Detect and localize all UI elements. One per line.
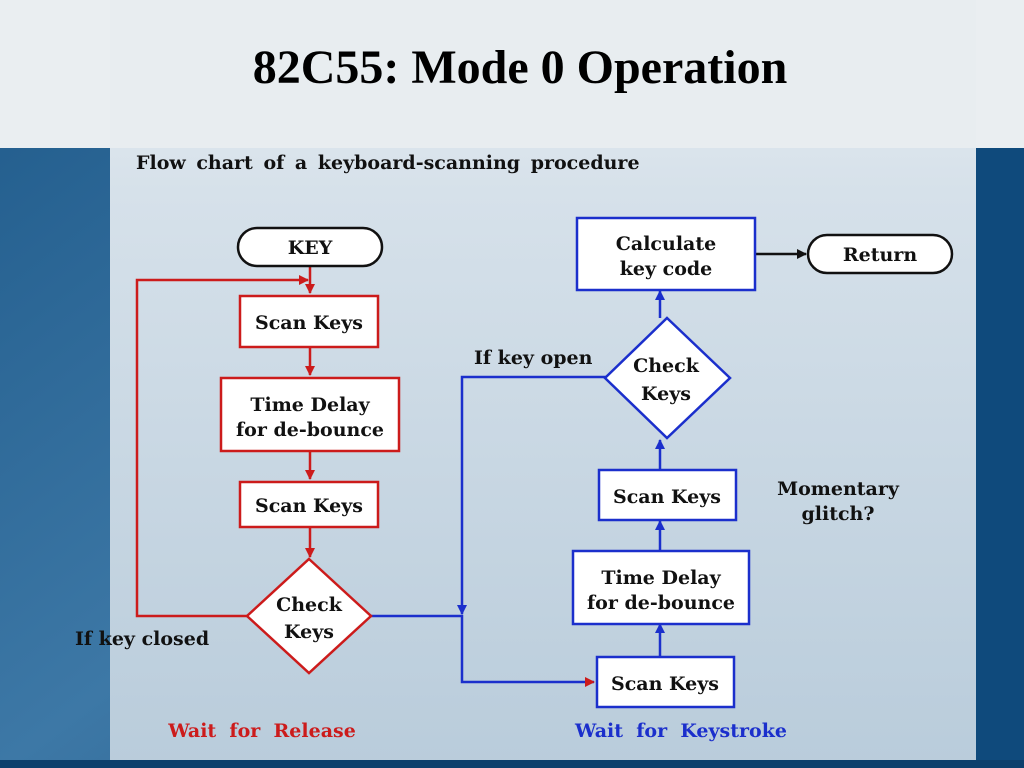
node-check-keys-2-line1: Check	[633, 355, 700, 377]
arrow-check1-to-scan3	[371, 614, 595, 687]
node-return-label: Return	[843, 244, 917, 266]
node-scan-keys-4: Scan Keys	[597, 468, 738, 522]
node-scan-keys-3: Scan Keys	[595, 655, 736, 709]
node-time-delay-1-line1: Time Delay	[250, 394, 370, 416]
annotation-if-key-open: If key open	[474, 347, 593, 369]
node-check-keys-1-line1: Check	[276, 594, 343, 616]
node-calculate-key-code: Calculate key code	[575, 216, 757, 292]
node-return: Return	[806, 233, 954, 275]
keystroke-loop-connectors	[371, 290, 665, 687]
arrow-check2-loop-back	[457, 375, 613, 615]
node-time-delay-2-line2: for de-bounce	[587, 592, 735, 614]
diagram-subtitle: Flow chart of a keyboard-scanning proced…	[136, 152, 640, 174]
annotation-if-key-closed: If key closed	[75, 628, 209, 650]
node-check-keys-2: Check Keys	[603, 316, 732, 440]
caption-wait-for-keystroke: Wait for Keystroke	[574, 720, 787, 742]
node-scan-keys-1: Scan Keys	[238, 294, 380, 349]
node-scan-keys-4-label: Scan Keys	[613, 486, 721, 508]
node-key-label: KEY	[288, 237, 333, 259]
release-loop-connectors	[135, 266, 315, 618]
annotation-momentary-line2: glitch?	[801, 503, 874, 525]
arrow-check1-loop-back	[135, 275, 309, 618]
node-time-delay-2-line1: Time Delay	[601, 567, 721, 589]
node-time-delay-1-line2: for de-bounce	[236, 419, 384, 441]
node-scan-keys-2-label: Scan Keys	[255, 495, 363, 517]
node-time-delay-2: Time Delay for de-bounce	[571, 549, 751, 626]
node-calculate-line1: Calculate	[616, 233, 716, 255]
node-check-keys-1-line2: Keys	[284, 621, 334, 643]
node-scan-keys-2: Scan Keys	[238, 480, 380, 529]
node-calculate-line2: key code	[620, 258, 713, 280]
node-key: KEY	[236, 226, 384, 268]
node-scan-keys-3-label: Scan Keys	[611, 673, 719, 695]
caption-wait-for-release: Wait for Release	[167, 720, 356, 742]
node-time-delay-1: Time Delay for de-bounce	[219, 376, 401, 453]
slide-title: 82C55: Mode 0 Operation	[252, 41, 788, 94]
node-check-keys-1: Check Keys	[245, 557, 373, 675]
node-scan-keys-1-label: Scan Keys	[255, 312, 363, 334]
annotation-momentary-line1: Momentary	[777, 478, 900, 500]
node-check-keys-2-line2: Keys	[641, 383, 691, 405]
